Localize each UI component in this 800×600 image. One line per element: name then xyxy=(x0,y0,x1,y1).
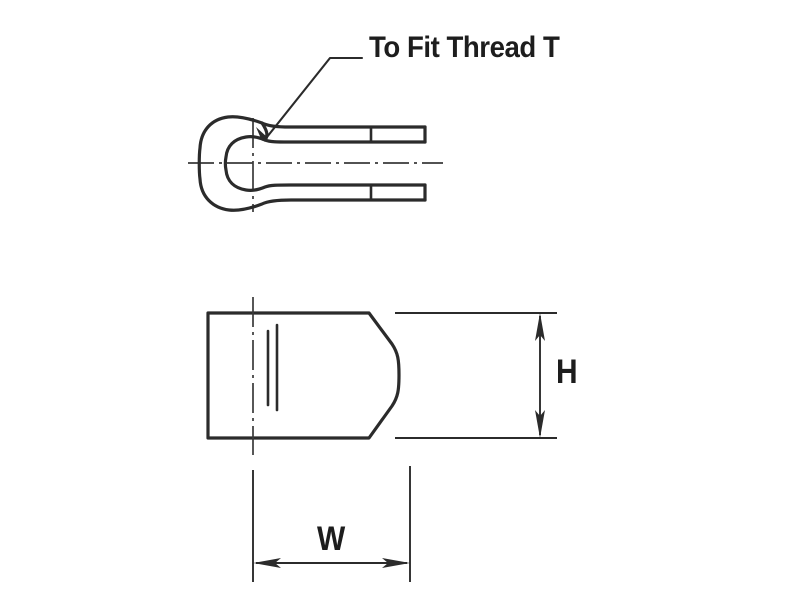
dimension-w-label: W xyxy=(317,520,346,558)
side-view-body-outline xyxy=(206,311,401,440)
h-arrowhead-top xyxy=(535,313,545,341)
thread-start-mark xyxy=(260,121,269,142)
dimension-h-label: H xyxy=(556,353,578,391)
dimension-h xyxy=(395,312,557,439)
thread-note-label: To Fit Thread T xyxy=(369,31,560,64)
leader-line xyxy=(265,56,364,139)
w-arrowhead-right xyxy=(382,558,410,568)
side-view xyxy=(206,297,401,455)
thread-note-leader xyxy=(256,56,364,141)
w-arrowhead-left xyxy=(253,558,281,568)
leader-arrowhead xyxy=(256,127,267,141)
dimension-w xyxy=(252,466,411,582)
h-arrowhead-bottom xyxy=(535,410,545,438)
top-view xyxy=(188,115,443,212)
